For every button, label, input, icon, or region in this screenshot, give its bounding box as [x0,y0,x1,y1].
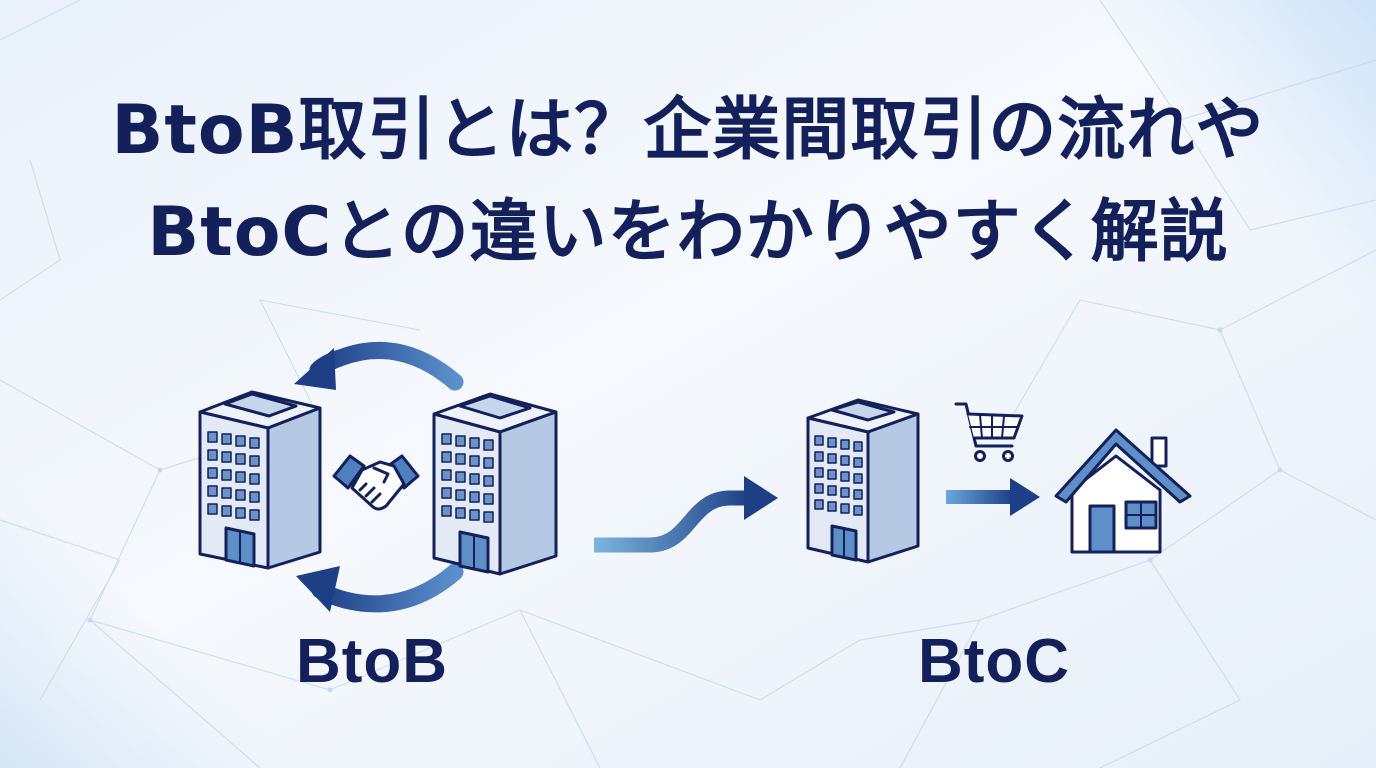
page-title: BtoB取引とは？企業間取引の流れや BtoCとの違いをわかりやすく解説 [0,80,1376,284]
btoc-label: BtoC [918,627,1071,696]
handshake-icon [332,454,420,511]
office-building-icon-left [198,390,322,570]
shopping-cart-icon [954,402,1024,462]
office-building-icon-right [432,392,558,576]
top-curved-arrow-icon [294,341,464,391]
title-line-1: BtoB取引とは？企業間取引の流れや [111,91,1265,170]
delivery-arrow-icon [946,478,1040,516]
house-icon [1054,428,1192,554]
office-building-icon-btoc [806,398,920,564]
title-line-2: BtoCとの違いをわかりやすく解説 [147,193,1229,272]
bottom-curved-arrow-icon [296,563,464,613]
btob-label: BtoB [296,627,449,696]
flow-arrow-icon [594,476,778,553]
